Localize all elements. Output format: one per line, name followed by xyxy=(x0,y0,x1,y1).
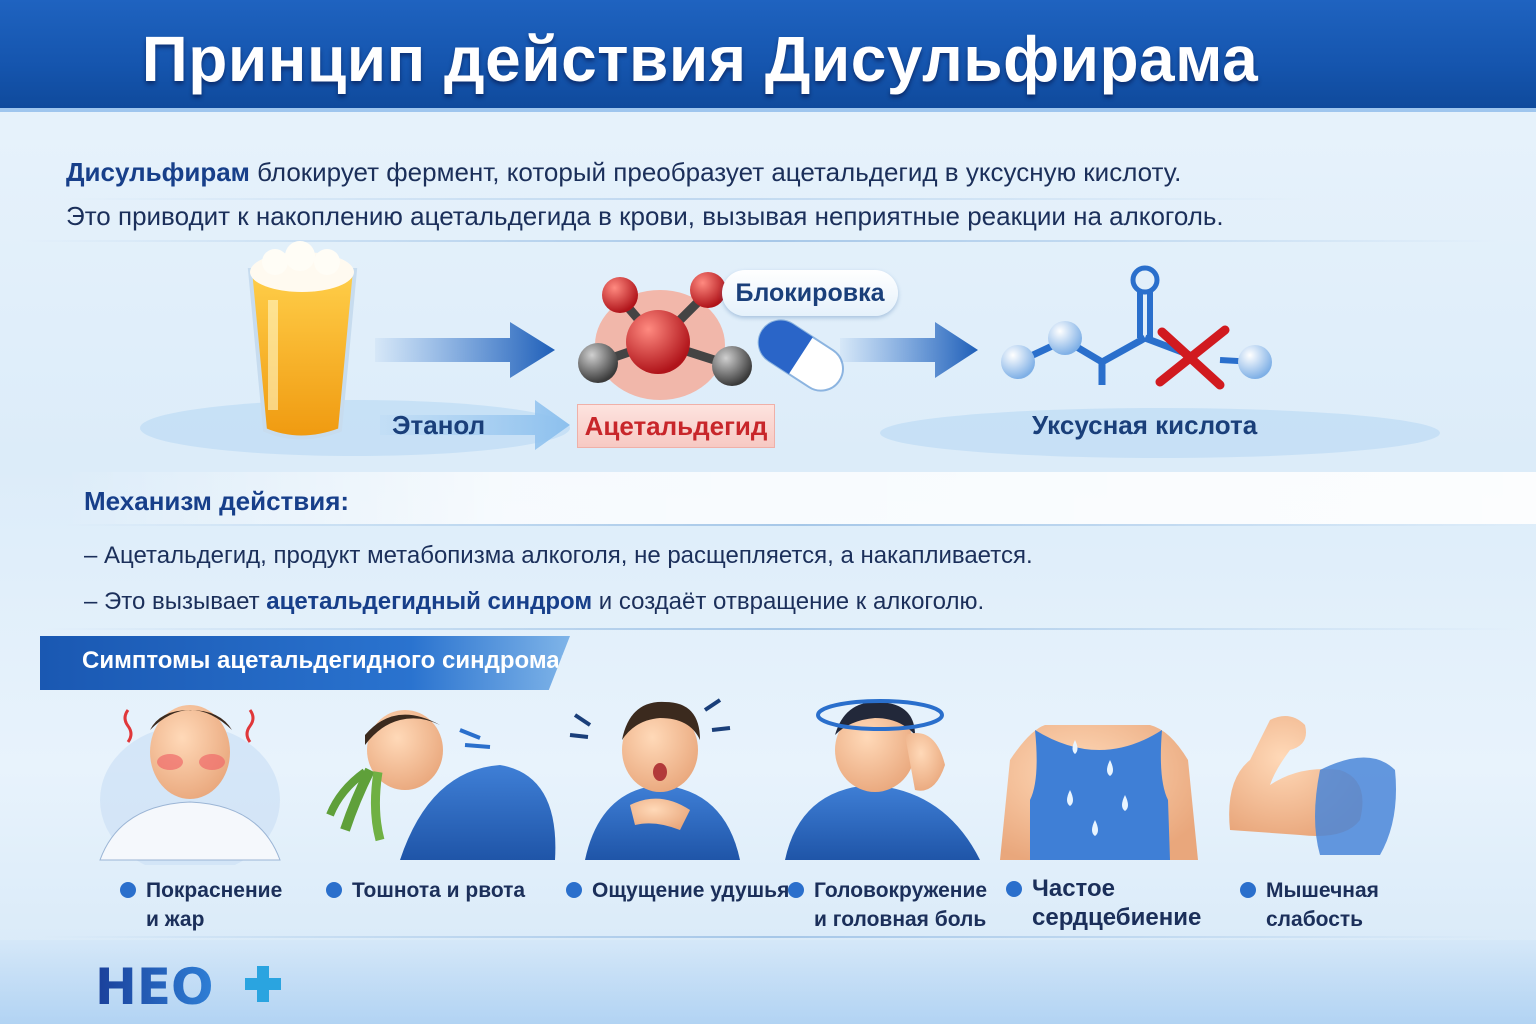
bullet-icon xyxy=(326,882,342,898)
symptom-line-1: Головокружение xyxy=(814,879,988,902)
bullet-icon xyxy=(120,882,136,898)
mechanism-band xyxy=(64,472,1536,524)
symptom-caption: Тошнота и рвота xyxy=(326,876,525,905)
arrow-right-icon xyxy=(375,322,555,378)
header-bar: Принцип действия Дисульфирама xyxy=(0,0,1536,112)
dizzy-person-icon xyxy=(785,699,980,860)
mechanism-line-2-bold: ацетальдегидный синдром xyxy=(266,588,593,615)
mechanism-line-2-post: и создаёт отвращение к алкоголю. xyxy=(592,588,985,615)
intro-line-1-rest: блокирует фермент, который преобразует а… xyxy=(249,157,1182,187)
symptom-caption: Ощущение удушья xyxy=(566,876,789,905)
symptom-line-1: Покраснение xyxy=(146,879,283,902)
symptom-caption: Головокружение и головная боль xyxy=(788,876,987,934)
intro-text: Дисульфирам блокирует фермент, который п… xyxy=(66,150,1366,238)
beer-glass-icon xyxy=(247,241,358,440)
symptom-line-1: Мышечная xyxy=(1266,879,1379,902)
symptom-caption: Мышечная слабость xyxy=(1240,876,1379,934)
divider xyxy=(60,198,1310,200)
bullet-icon xyxy=(1240,882,1256,898)
ethanol-label: Этанол xyxy=(392,410,486,440)
symptom-line-1: Тошнота и рвота xyxy=(352,879,526,902)
svg-text:НЕО: НЕО xyxy=(95,958,214,1010)
pill-capsule-icon xyxy=(757,319,844,392)
divider xyxy=(64,524,1536,526)
bullet-icon xyxy=(1006,881,1022,897)
acetaldehyde-molecule-icon xyxy=(578,272,752,400)
intro-bold: Дисульфирам xyxy=(66,157,250,187)
acetic-acid-label: Уксусная кислота xyxy=(1032,410,1258,440)
flexed-arm-icon xyxy=(1229,716,1396,855)
metabolism-diagram xyxy=(247,241,1272,450)
symptom-caption: Покраснение и жар xyxy=(120,876,282,934)
symptom-caption: Частое сердцебиение xyxy=(1006,874,1201,932)
divider xyxy=(40,936,1500,938)
symptoms-banner: Симптомы ацетальдегидного синдрома: xyxy=(40,636,570,690)
block-cross-icon xyxy=(1155,325,1230,390)
water-pool xyxy=(880,408,1440,458)
acetic-acid-molecule-icon xyxy=(1001,265,1272,385)
symptoms-illustrations xyxy=(99,698,1396,865)
bullet-icon xyxy=(788,882,804,898)
symptom-line-2: и жар xyxy=(146,908,205,931)
acetaldehyde-label: Ацетальдегид xyxy=(577,404,775,448)
mechanism-line-2: – Это вызывает ацетальдегидный синдром и… xyxy=(84,588,984,616)
arrow-right-light-icon xyxy=(380,400,570,450)
page-title: Принцип действия Дисульфирама xyxy=(141,23,1259,95)
symptom-line-2: сердцебиение xyxy=(1032,904,1202,931)
arrow-right-icon xyxy=(840,322,978,378)
bullet-icon xyxy=(566,882,582,898)
symptom-line-1: Частое xyxy=(1032,875,1116,902)
symptom-line-2: и головная боль xyxy=(814,908,987,931)
intro-line-2: Это приводит к накоплению ацетальдегида … xyxy=(66,201,1224,231)
symptoms-title: Симптомы ацетальдегидного синдрома: xyxy=(82,647,568,674)
block-label: Блокировка xyxy=(722,270,898,316)
symptom-line-1: Ощущение удушья xyxy=(592,879,790,902)
divider xyxy=(40,628,1520,630)
symptom-line-2: слабость xyxy=(1266,908,1364,931)
vomiting-person-icon xyxy=(326,710,556,860)
neo-plus-logo: НЕО xyxy=(95,958,281,1010)
mechanism-title: Механизм действия: xyxy=(84,486,350,516)
mechanism-line-1: – Ацетальдегид, продукт метабопизма алко… xyxy=(84,542,1033,569)
divider xyxy=(20,240,1500,242)
sweating-torso-icon xyxy=(1000,725,1198,860)
mechanism-line-2-pre: – Это вызывает xyxy=(84,588,267,615)
intro-line-1: Дисульфирам блокирует фермент, который п… xyxy=(66,150,1366,194)
choking-person-icon xyxy=(569,698,740,860)
flushed-face-icon xyxy=(99,705,281,865)
